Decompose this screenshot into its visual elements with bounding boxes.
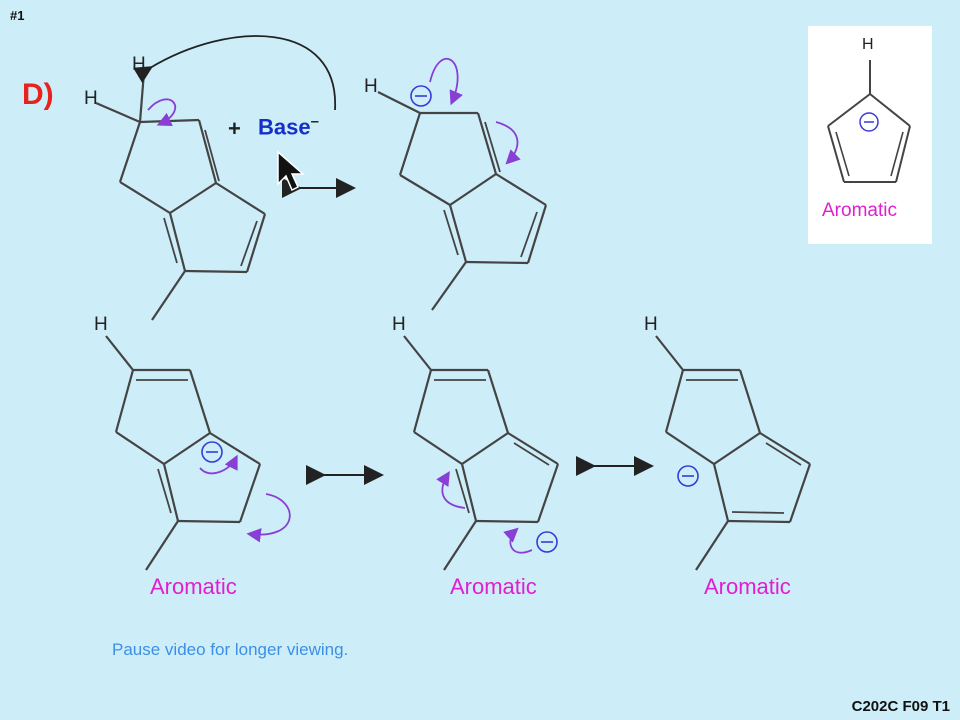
aromatic-label-1: Aromatic (150, 574, 237, 599)
h-label-res2: H (392, 314, 406, 335)
base-charge: – (310, 113, 319, 130)
course-code: C202C F09 T1 (851, 698, 950, 715)
negative-charge-icon (410, 85, 432, 107)
curved-arrow-res1-b (246, 493, 291, 543)
pause-note: Pause video for longer viewing. (112, 640, 349, 659)
inset-aromatic-label: Aromatic (822, 200, 897, 221)
aromatic-inset: H Aromatic (808, 26, 932, 244)
molecule-resonance-3 (655, 335, 812, 571)
h-label-res1: H (94, 314, 108, 335)
molecule-resonance-1 (105, 335, 262, 571)
aromatic-label-2: Aromatic (450, 574, 537, 599)
curved-arrow-lone-pair (429, 58, 463, 106)
slide-number: #1 (10, 8, 25, 23)
curved-arrow-h-to-base (133, 35, 336, 111)
plus-sign: + (228, 116, 241, 141)
part-label: D) (22, 78, 54, 111)
negative-charge-icon-res1 (201, 441, 223, 463)
h-label-start: H (84, 88, 98, 109)
molecule-resonance-2 (403, 335, 560, 571)
curved-arrow-res2-b (436, 470, 466, 509)
curved-arrow-res2-a (503, 527, 533, 554)
curved-arrow-bond-shift-2 (495, 121, 521, 165)
molecule-anion (377, 91, 548, 311)
h-label-res3: H (644, 314, 658, 335)
inset-h-label: H (862, 36, 874, 53)
curved-arrow-res1-a (199, 454, 238, 475)
molecule-start (95, 71, 267, 321)
h-label-anion: H (364, 76, 378, 97)
negative-charge-icon-res3 (677, 465, 699, 487)
inset-ring (827, 60, 911, 183)
base-reagent: Base– (258, 113, 319, 140)
base-name: Base (258, 114, 311, 140)
aromatic-label-3: Aromatic (704, 574, 791, 599)
curved-arrow-bond-shift-1 (147, 98, 176, 126)
cursor-arrow-icon (277, 150, 305, 192)
negative-charge-icon-res2 (536, 531, 558, 553)
inset-negative-charge-icon (859, 112, 879, 132)
